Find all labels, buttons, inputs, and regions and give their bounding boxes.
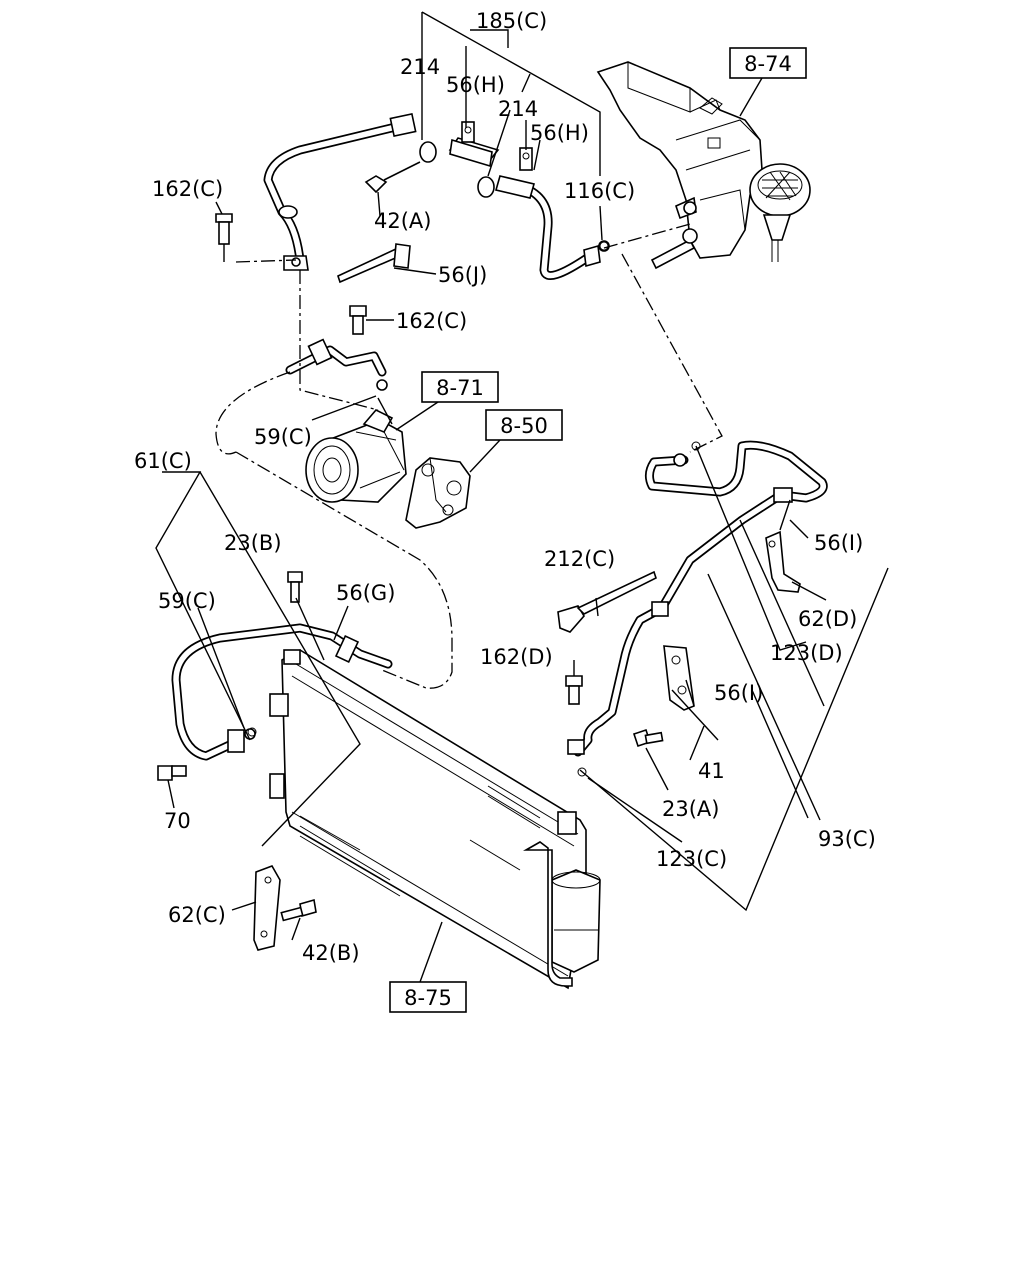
condenser (269, 649, 601, 990)
tie-strap-56j (337, 243, 411, 284)
callout-59c-upper: 59(C) (254, 425, 312, 449)
callout-123d: 123(D) (770, 641, 843, 665)
callout-labels: 185(C) 214 56(H) 214 56(H) 116(C) 162(C)… (134, 9, 876, 965)
callout-116c: 116(C) (564, 179, 635, 203)
bolt-70 (157, 765, 187, 781)
callout-185c: 185(C) (476, 9, 547, 33)
callout-56i-upper: 56(I) (814, 531, 863, 555)
callout-212c: 212(C) (544, 547, 615, 571)
bolt-42b (280, 898, 317, 922)
compressor (305, 409, 407, 503)
callout-162c-top: 162(C) (152, 177, 223, 201)
callout-56j: 56(J) (438, 263, 487, 287)
compressor-bracket (405, 457, 471, 529)
evaporator-unit (596, 61, 811, 270)
callout-23b: 23(B) (224, 531, 282, 555)
ref-label-8-50: 8-50 (500, 414, 548, 438)
leader-lines (155, 11, 889, 983)
suction-hose-assembly (263, 112, 610, 281)
callout-23a: 23(A) (662, 797, 719, 821)
ref-box-8-75: 8-75 (389, 981, 467, 1013)
bracket-41 (663, 645, 695, 711)
ref-label-8-71: 8-71 (436, 376, 484, 400)
callout-56g: 56(G) (336, 581, 395, 605)
callout-93c: 93(C) (818, 827, 876, 851)
callout-62c: 62(C) (168, 903, 226, 927)
callout-59c-lower: 59(C) (158, 589, 216, 613)
ref-label-8-75: 8-75 (404, 986, 452, 1010)
bolt-23a (632, 728, 664, 748)
bolt-162c-mid (349, 305, 367, 335)
callout-56h-a: 56(H) (446, 73, 505, 97)
bolt-162d (565, 675, 583, 705)
callout-214-a: 214 (400, 55, 440, 79)
routing-lines (215, 223, 723, 689)
bracket-62c (253, 865, 281, 951)
callout-41: 41 (698, 759, 725, 783)
callout-42a: 42(A) (374, 209, 431, 233)
ref-box-8-71: 8-71 (421, 371, 499, 403)
callout-162c-mid: 162(C) (396, 309, 467, 333)
callout-42b: 42(B) (302, 941, 360, 965)
callout-62d: 62(D) (798, 607, 857, 631)
callout-56h-b: 56(H) (530, 121, 589, 145)
bracket-62d (765, 530, 801, 593)
sensor-212c (557, 570, 657, 633)
pipe-59c-lower (171, 623, 393, 761)
liquid-line-right (567, 440, 828, 757)
callout-56i-lower: 56(I) (714, 681, 763, 705)
callout-61c: 61(C) (134, 449, 192, 473)
discharge-hose (285, 338, 388, 391)
callout-162d: 162(D) (480, 645, 553, 669)
ref-box-8-50: 8-50 (485, 409, 563, 441)
callout-123c: 123(C) (656, 847, 727, 871)
bolt-23b (287, 571, 303, 603)
callout-70: 70 (164, 809, 191, 833)
ref-box-8-74: 8-74 (729, 47, 807, 79)
bolt-162c-top (215, 213, 233, 245)
callout-214-b: 214 (498, 97, 538, 121)
ref-label-8-74: 8-74 (744, 52, 792, 76)
